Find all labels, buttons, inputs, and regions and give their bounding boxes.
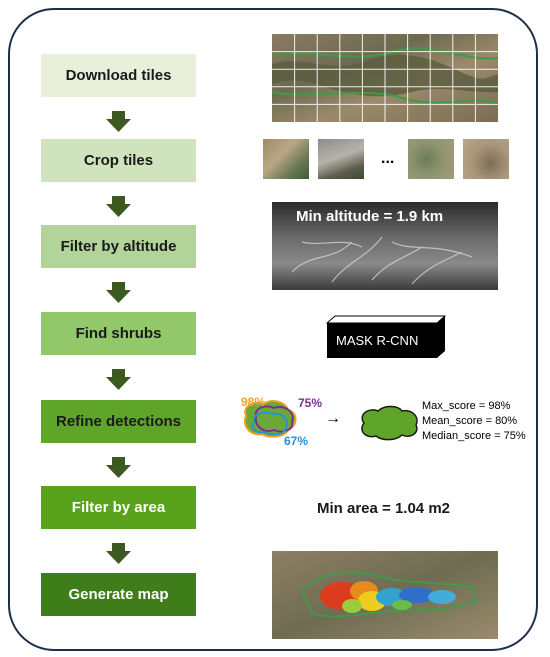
cropped-tile-4 (463, 139, 509, 179)
step-find-shrubs: Find shrubs (41, 312, 196, 355)
stat-median-score: Median_score = 75% (422, 430, 526, 442)
step-download-tiles: Download tiles (41, 54, 196, 97)
satellite-tile-grid (272, 34, 498, 122)
down-arrow-icon (106, 457, 131, 478)
step-label: Filter by area (71, 499, 166, 516)
model-label: MASK R-CNN (336, 333, 419, 348)
step-generate-map: Generate map (41, 573, 196, 616)
cropped-tile-2 (318, 139, 364, 179)
down-arrow-icon (106, 196, 131, 217)
score-label-75: 75% (298, 396, 323, 410)
stat-mean-score: Mean_score = 80% (422, 415, 518, 427)
merged-detection (361, 405, 418, 441)
score-label-67: 67% (284, 434, 309, 448)
down-arrow-icon (106, 111, 131, 132)
model-box (326, 315, 446, 358)
step-label: Filter by altitude (60, 238, 177, 255)
down-arrow-icon (106, 282, 131, 303)
step-filter-by-area: Filter by area (41, 486, 196, 529)
step-refine-detections: Refine detections (41, 400, 196, 443)
score-label-98: 98% (241, 395, 266, 409)
flowchart-frame (8, 8, 538, 651)
stat-max-score: Max_score = 98% (422, 400, 511, 412)
step-label: Refine detections (55, 413, 182, 430)
cropped-tile-1 (263, 139, 309, 179)
down-arrow-icon (106, 369, 131, 390)
shrub-map (272, 551, 498, 639)
step-label: Generate map (68, 586, 169, 603)
step-filter-by-altitude: Filter by altitude (41, 225, 196, 268)
altitude-caption: Min altitude = 1.9 km (296, 208, 444, 225)
area-caption: Min area = 1.04 m2 (317, 500, 450, 517)
elevation-map (272, 202, 498, 290)
step-label: Download tiles (65, 67, 172, 84)
step-crop-tiles: Crop tiles (41, 139, 196, 182)
down-arrow-icon (106, 543, 131, 564)
tiles-ellipsis: ... (381, 150, 395, 167)
step-label: Find shrubs (75, 325, 162, 342)
overlapping-detections (244, 400, 297, 438)
refine-arrow-icon: → (325, 410, 341, 427)
step-label: Crop tiles (83, 152, 154, 169)
cropped-tile-3 (408, 139, 454, 179)
